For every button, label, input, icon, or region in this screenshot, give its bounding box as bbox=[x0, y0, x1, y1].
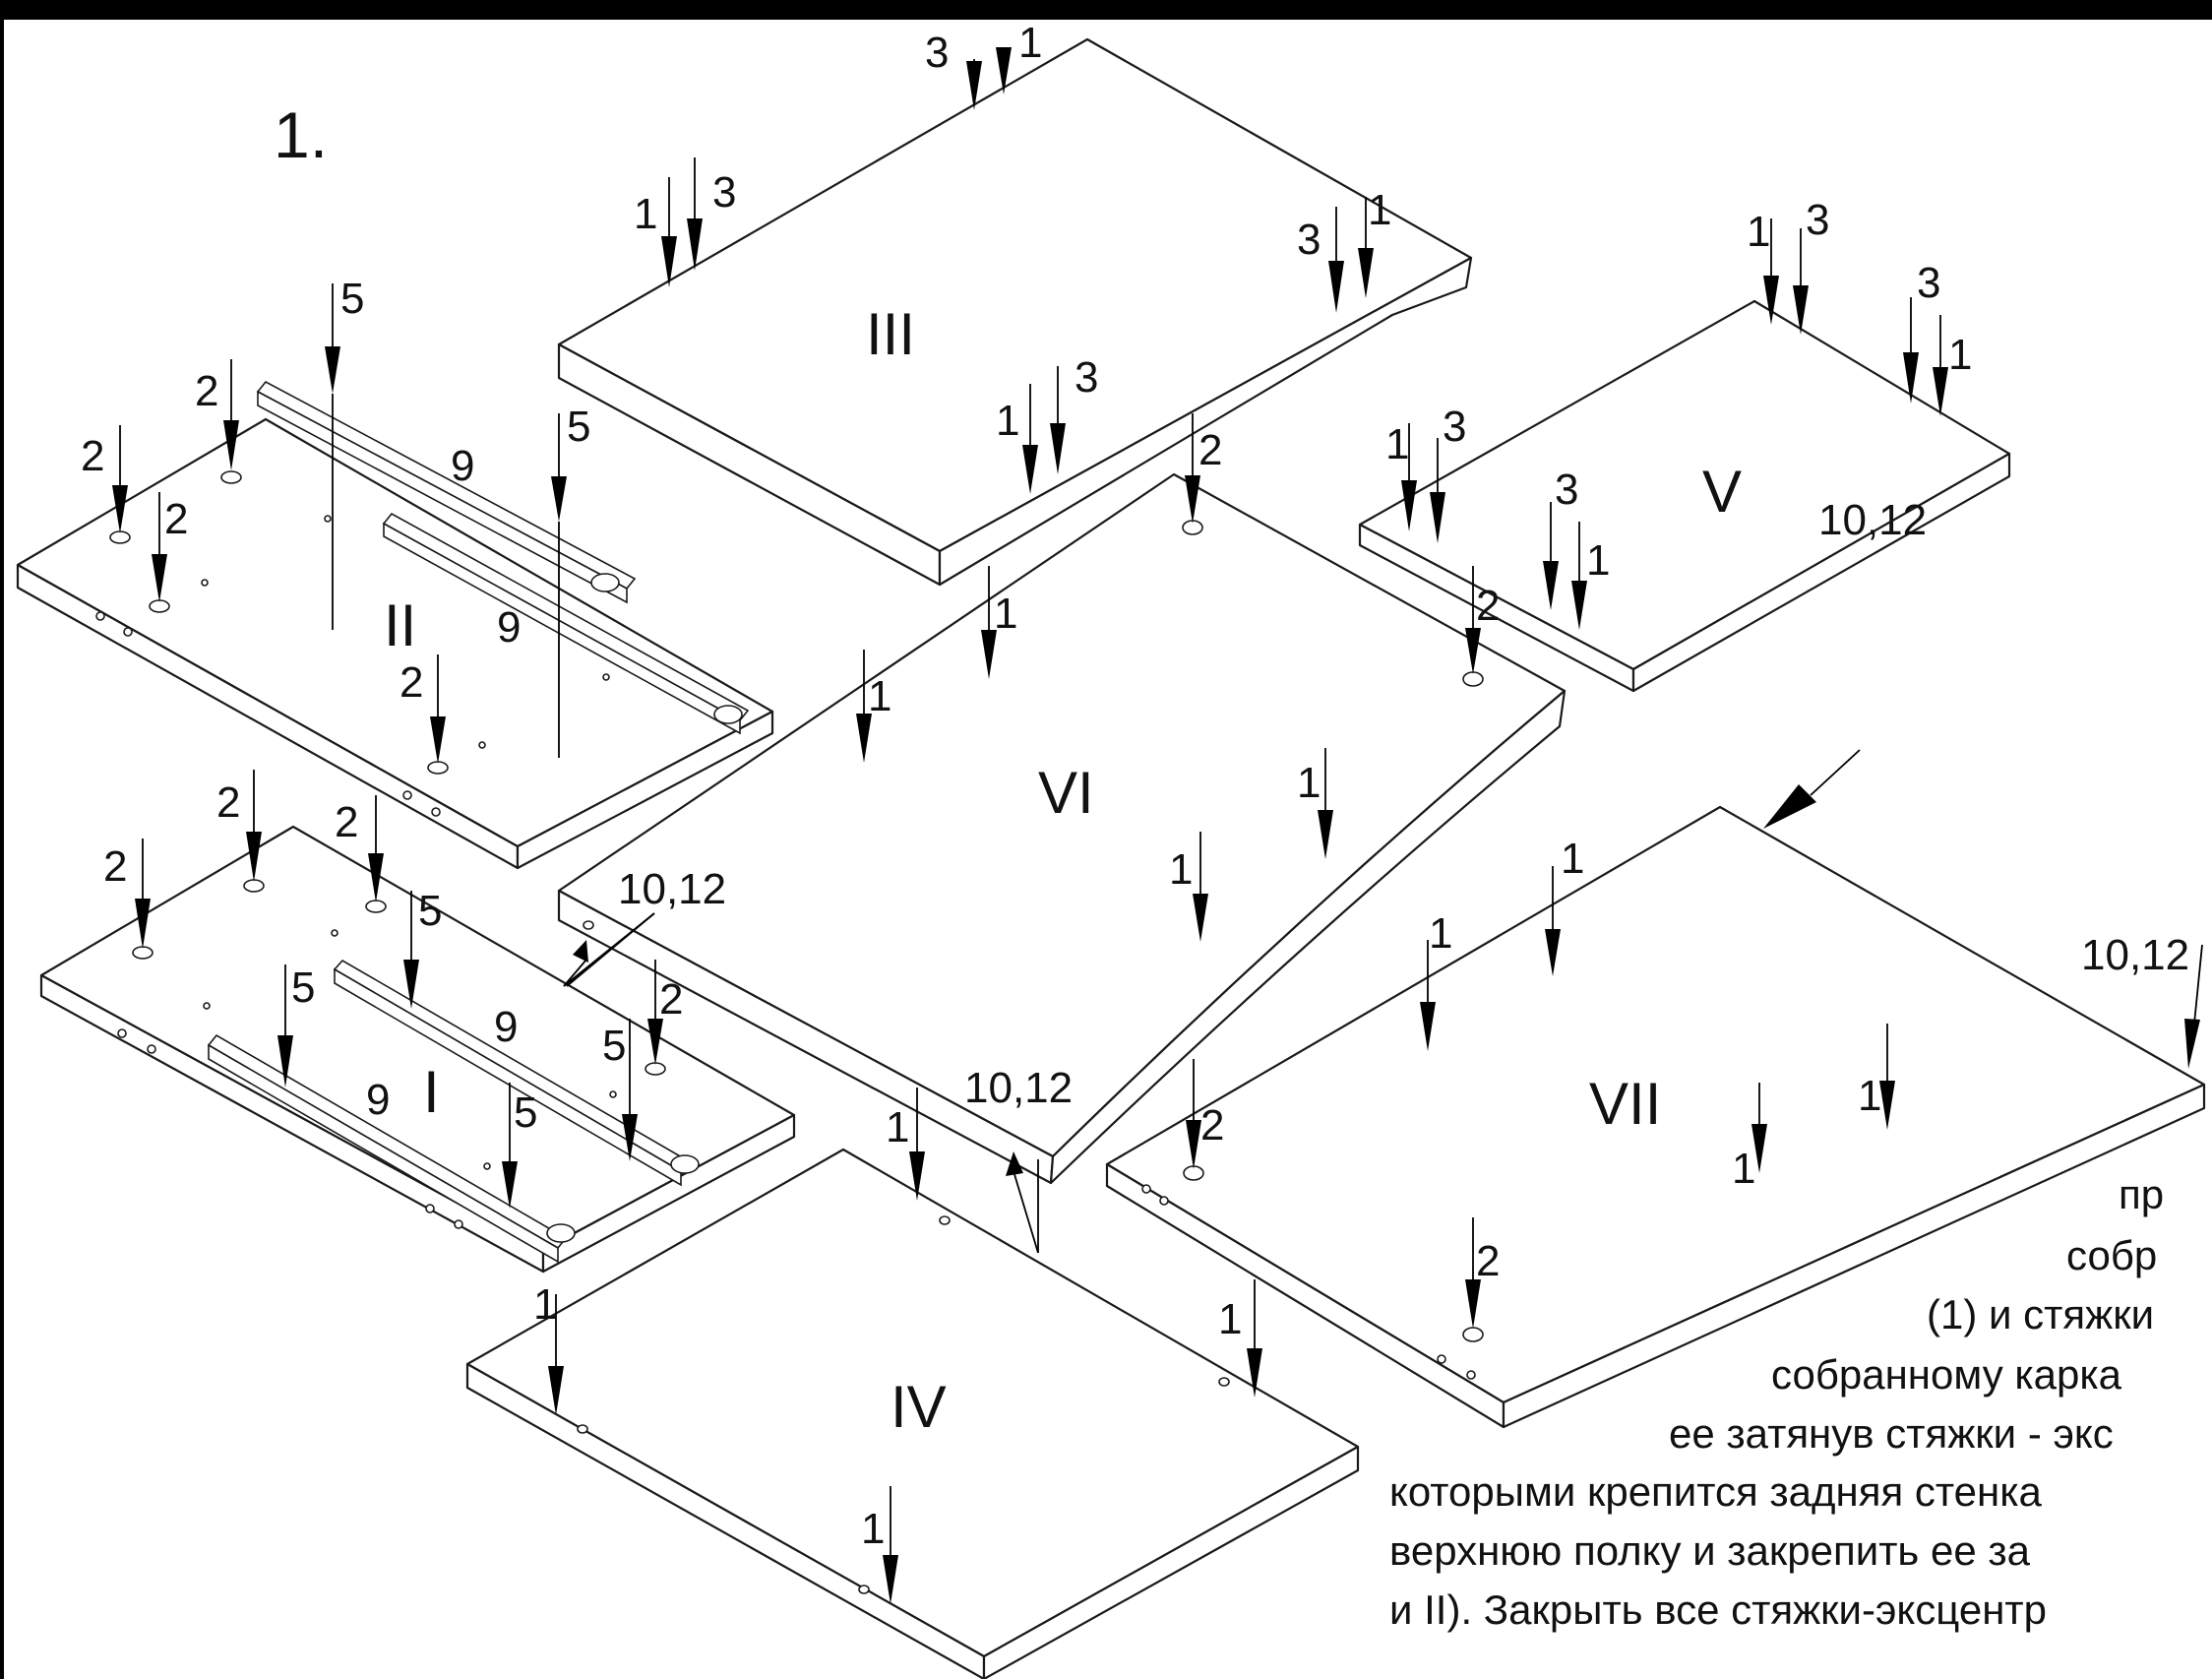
callout-label: 2 bbox=[81, 432, 104, 480]
callout-label: 9 bbox=[494, 1003, 518, 1051]
callout-label: 5 bbox=[514, 1088, 537, 1137]
callout-label: 1 bbox=[868, 672, 891, 720]
part-label-vii: VII bbox=[1589, 1071, 1661, 1137]
instruction-line: (1) и стяжки bbox=[1927, 1291, 2155, 1337]
panel-vii: VII bbox=[1105, 805, 2206, 1429]
callout-label: 2 bbox=[1200, 1101, 1224, 1150]
callout-label: 2 bbox=[164, 495, 188, 543]
callout-label: 1 bbox=[861, 1505, 885, 1553]
panel-iv: IV bbox=[465, 1148, 1360, 1679]
callout-label: 5 bbox=[602, 1022, 626, 1070]
callout-label: 3 bbox=[1555, 466, 1578, 514]
instruction-line: и II). Закрыть все стяжки-эксцентр bbox=[1389, 1586, 2048, 1633]
callout-label: 1 bbox=[1561, 835, 1584, 883]
callout-label: 2 bbox=[195, 367, 218, 415]
part-label-v: V bbox=[1702, 459, 1742, 525]
callout-label: 3 bbox=[925, 29, 949, 77]
callout-label: 1 bbox=[533, 1280, 557, 1329]
callout-label: 1 bbox=[1586, 536, 1610, 585]
callout-label: 1 bbox=[1747, 208, 1770, 256]
part-label-vi: VI bbox=[1038, 760, 1094, 826]
callout-label: 1 bbox=[1368, 186, 1391, 234]
callout-label: 2 bbox=[1476, 1237, 1500, 1285]
instruction-line: собранному карка bbox=[1771, 1351, 2122, 1398]
callout-label: 10,12 bbox=[1818, 496, 1927, 544]
callout-label: 1 bbox=[1169, 845, 1193, 894]
callout-label: 1 bbox=[1858, 1072, 1881, 1120]
callout-label: 3 bbox=[1443, 403, 1466, 451]
callout-label: 9 bbox=[366, 1076, 390, 1124]
panel-ii: II bbox=[16, 380, 774, 870]
callout-label: 1 bbox=[634, 190, 657, 238]
part-label-i: I bbox=[423, 1059, 440, 1125]
callout-label: 1 bbox=[1218, 1295, 1242, 1343]
part-label-iii: III bbox=[866, 301, 915, 367]
callout-label: 2 bbox=[399, 658, 423, 707]
callout-label: 5 bbox=[567, 403, 590, 451]
callout-label: 1 bbox=[1297, 759, 1321, 807]
callout-label: 2 bbox=[335, 798, 358, 846]
callout-numbers: 3 1 1 3 3 1 1 3 2 1 3 3 1 1 3 3 1 2 5 5 … bbox=[81, 19, 2189, 1553]
part-label-iv: IV bbox=[891, 1374, 947, 1440]
frame-left-line bbox=[0, 20, 4, 1679]
instruction-line: верхнюю полку и закрепить ее за bbox=[1389, 1527, 2030, 1574]
instruction-text: пр собр (1) и стяжки собранному карка ее… bbox=[1228, 1161, 2212, 1679]
callout-label: 9 bbox=[497, 603, 521, 652]
callout-label: 1 bbox=[1385, 420, 1409, 468]
panel-vi: VI bbox=[557, 472, 1567, 1185]
callout-label: 10,12 bbox=[2081, 931, 2189, 979]
callout-label: 3 bbox=[1297, 216, 1321, 264]
callout-label: 2 bbox=[659, 975, 683, 1024]
callout-label: 2 bbox=[1198, 426, 1222, 474]
callout-label: 1 bbox=[1429, 909, 1452, 958]
callout-label: 3 bbox=[1075, 353, 1098, 402]
callout-label: 3 bbox=[1917, 259, 1940, 307]
callout-label: 1 bbox=[996, 397, 1019, 445]
instruction-line: собр bbox=[2066, 1232, 2158, 1278]
callout-label: 5 bbox=[291, 964, 315, 1012]
callout-label: 10,12 bbox=[964, 1064, 1073, 1112]
callout-arrows bbox=[112, 47, 2203, 1604]
callout-label: 3 bbox=[1806, 196, 1829, 244]
part-label-ii: II bbox=[384, 592, 416, 658]
instruction-line: пр bbox=[2119, 1171, 2165, 1217]
callout-label: 5 bbox=[418, 887, 442, 935]
panel-iii: III bbox=[557, 37, 1473, 587]
callout-label: 1 bbox=[1018, 19, 1042, 67]
panel-v: V bbox=[1358, 299, 2011, 693]
callout-label: 10,12 bbox=[618, 865, 726, 913]
callout-label: 2 bbox=[1476, 582, 1500, 630]
panel-i: I bbox=[39, 825, 796, 1274]
callout-label: 2 bbox=[216, 778, 240, 827]
callout-label: 1 bbox=[994, 590, 1017, 638]
callout-label: 5 bbox=[340, 275, 364, 323]
step-number: 1. bbox=[274, 98, 328, 171]
callout-label: 1 bbox=[1732, 1145, 1755, 1193]
instruction-line: которыми крепится задняя стенка bbox=[1389, 1468, 2042, 1515]
instruction-line: ее затянув стяжки - экс bbox=[1669, 1410, 2114, 1457]
callout-label: 1 bbox=[886, 1103, 909, 1151]
frame-top-bar bbox=[0, 0, 2212, 20]
callout-label: 9 bbox=[451, 442, 474, 490]
callout-label: 1 bbox=[1948, 331, 1972, 379]
callout-label: 3 bbox=[712, 168, 736, 217]
callout-label: 2 bbox=[103, 842, 127, 891]
